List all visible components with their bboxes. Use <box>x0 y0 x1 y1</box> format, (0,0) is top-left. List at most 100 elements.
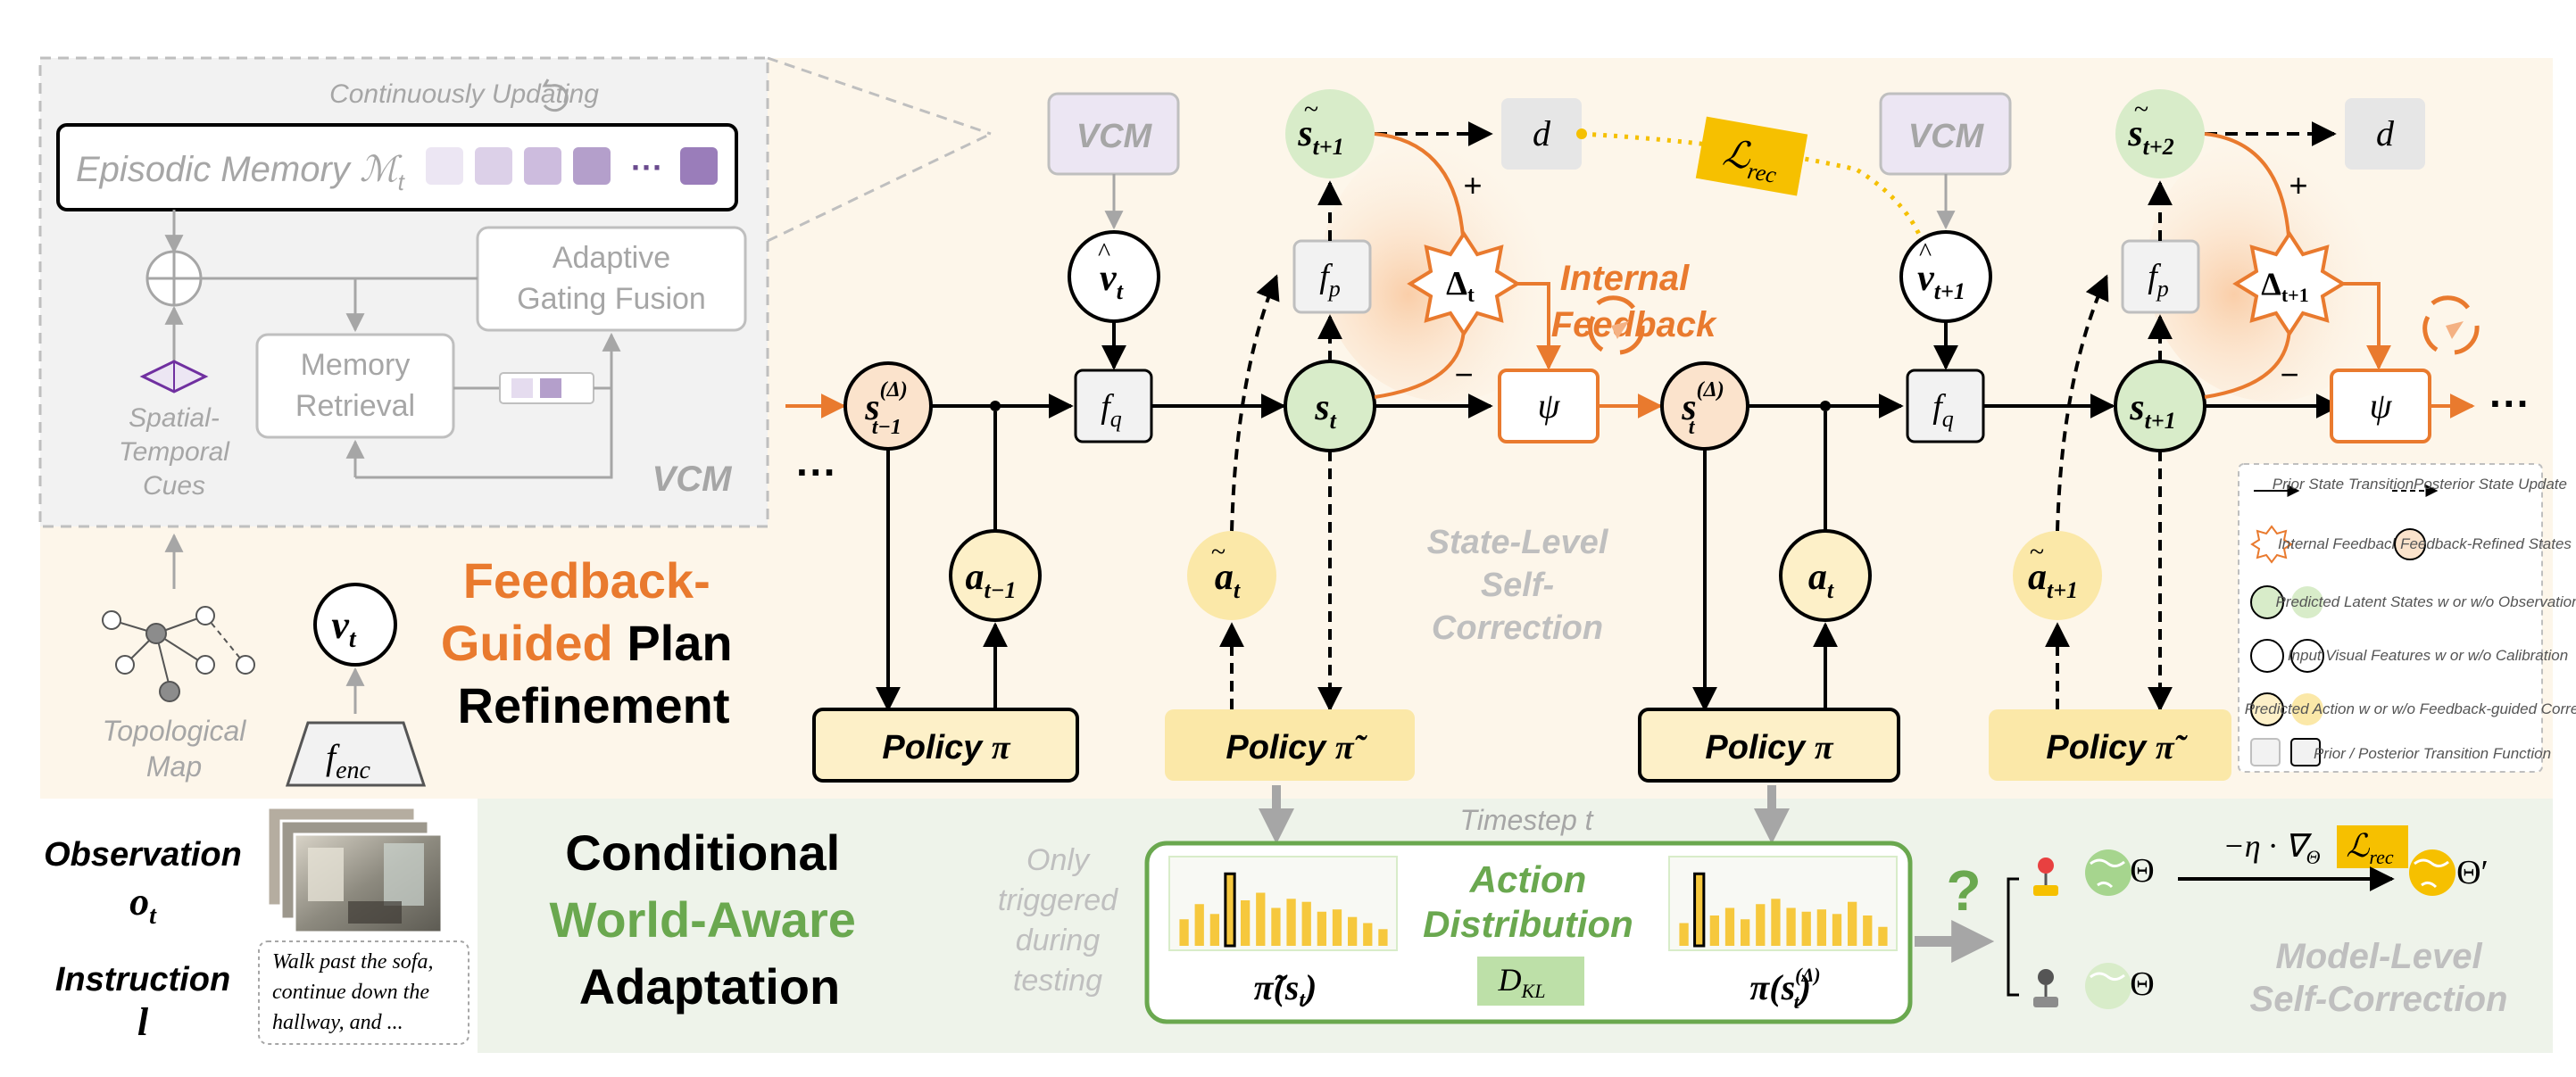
memory-slot <box>426 147 463 185</box>
histogram-bar <box>1224 872 1236 948</box>
memory-slot <box>475 147 512 185</box>
legend-refined-node <box>2394 528 2426 560</box>
corrected-action-t-node <box>1187 531 1276 620</box>
action-prev-node <box>949 529 1042 622</box>
d-kl-label: DKL <box>1498 962 1546 1002</box>
update-loss-badge <box>2337 825 2408 868</box>
pi-s-delta-label: π(s(Δ)t) <box>1749 964 1820 1013</box>
legend-internal: Internal Feedback <box>2278 535 2401 552</box>
visual-encoder: vt fenc <box>285 583 427 787</box>
s-t1-label: st+1 <box>2129 387 2175 434</box>
plus-sign: + <box>1463 167 1482 203</box>
a-tilde-t-label: at <box>1215 557 1241 603</box>
instruction-box <box>258 940 469 1045</box>
memory-slot <box>573 147 611 185</box>
legend-latent: Predicted Latent States w or w/o Observa… <box>2275 593 2576 610</box>
legend-prior: Prior State Transition <box>2273 476 2414 493</box>
histogram-bar <box>1378 929 1388 946</box>
corrected-policy-box <box>1165 709 1415 781</box>
main-flow: ··· s(Δ)t−1 at−1 Policy π VCM vt ^ fq st <box>785 89 2530 783</box>
world-model-icon <box>2085 963 2131 1009</box>
minus-sign: − <box>1454 356 1473 393</box>
legend-fp-box <box>2250 738 2281 766</box>
refined-state-t-node <box>1660 361 1749 451</box>
tilde-accent: ~ <box>2030 537 2044 567</box>
pi-tilde-s-label: π̃(st) <box>1254 967 1317 1012</box>
observation-image <box>266 806 444 934</box>
policy-label: Policy π <box>882 729 1011 766</box>
memory-ellipsis: ··· <box>631 149 663 186</box>
histogram-bar <box>1832 914 1842 946</box>
histogram-bar <box>1271 907 1281 946</box>
s-tilde-t1-label: st+1 <box>1297 113 1343 160</box>
s-t-delta-label: s(Δ)t <box>1681 378 1724 439</box>
posterior-transition-box <box>1292 239 1372 314</box>
observation-symbol: ot <box>129 880 157 930</box>
f-enc-label: fenc <box>326 737 371 784</box>
corrected-policy-label: Policy π̃ <box>2046 729 2188 766</box>
a-tm1-label: at−1 <box>966 557 1017 603</box>
world-model-icon <box>2085 849 2131 896</box>
corrected-action-t1-node <box>2013 531 2102 620</box>
instruction-label: Instruction <box>55 961 230 998</box>
trailing-ellipsis: ··· <box>2489 380 2530 427</box>
legend-action-node <box>2250 692 2284 726</box>
encoder-box <box>285 721 427 787</box>
internal-feedback-star-icon: Δt+1 <box>2232 230 2347 337</box>
histogram-bar <box>1286 899 1296 946</box>
histogram-bar <box>1878 926 1888 946</box>
corrected-policy-bars <box>1179 872 1388 948</box>
reconstruction-loss-badge <box>1695 116 1808 196</box>
joystick-idle-icon <box>2033 969 2058 1007</box>
feedback-loop-icon <box>2422 295 2480 355</box>
vcm-box-label: VCM <box>1908 118 1985 155</box>
feedback-guided-title: Feedback- Guided Plan Refinement <box>441 552 746 733</box>
histogram-bar <box>1363 923 1373 946</box>
psi-label: ψ <box>2370 385 2393 426</box>
v-hat-t-label: vt <box>1100 258 1124 304</box>
visual-feature-node <box>313 583 397 667</box>
legend-visual: Input Visual Features w or w/o Calibrati… <box>2288 647 2568 664</box>
histogram-bar <box>1301 901 1311 946</box>
a-tilde-t1-label: at+1 <box>2028 557 2078 603</box>
histogram-bar <box>1256 892 1266 946</box>
hat-accent: ^ <box>1098 237 1110 267</box>
joystick-active-icon <box>2033 857 2058 896</box>
decoder-box <box>1501 98 1582 170</box>
corrected-policy-label: Policy π̃ <box>1226 729 1367 766</box>
plus-sign: + <box>2289 167 2307 203</box>
vcm-box-label: VCM <box>1076 118 1153 155</box>
memory-slot <box>680 147 718 185</box>
kl-divergence-badge <box>1477 957 1584 1006</box>
histogram-bar <box>1848 901 1857 946</box>
hat-accent: ^ <box>1919 237 1932 267</box>
memory-slot <box>524 147 561 185</box>
histogram-bar <box>1816 909 1826 946</box>
corrected-policy-box <box>1989 709 2231 781</box>
legend: Prior State Transition Posterior State U… <box>2238 463 2576 773</box>
decoder-box <box>2345 98 2425 170</box>
tilde-accent: ~ <box>2134 95 2148 124</box>
histogram-bar <box>1801 911 1811 946</box>
histogram-bar <box>1863 915 1873 946</box>
minus-sign: − <box>2280 356 2298 393</box>
histogram-bar <box>1194 904 1204 946</box>
conditional-adaptation-title: Conditional World-Aware Adaptation <box>550 824 870 1015</box>
internal-feedback-star-icon: Δt <box>1407 230 1521 337</box>
updated-world-model-icon <box>2409 849 2456 896</box>
episodic-memory-box <box>56 123 738 211</box>
v-hat-t1-label: vt+1 <box>1917 258 1965 304</box>
legend-visual-calibrated-node <box>2290 639 2324 673</box>
episodic-memory-label: Episodic Memory ℳt <box>76 149 406 195</box>
histogram-bar <box>1724 907 1735 946</box>
spatial-temporal-cue-icon <box>139 360 209 394</box>
